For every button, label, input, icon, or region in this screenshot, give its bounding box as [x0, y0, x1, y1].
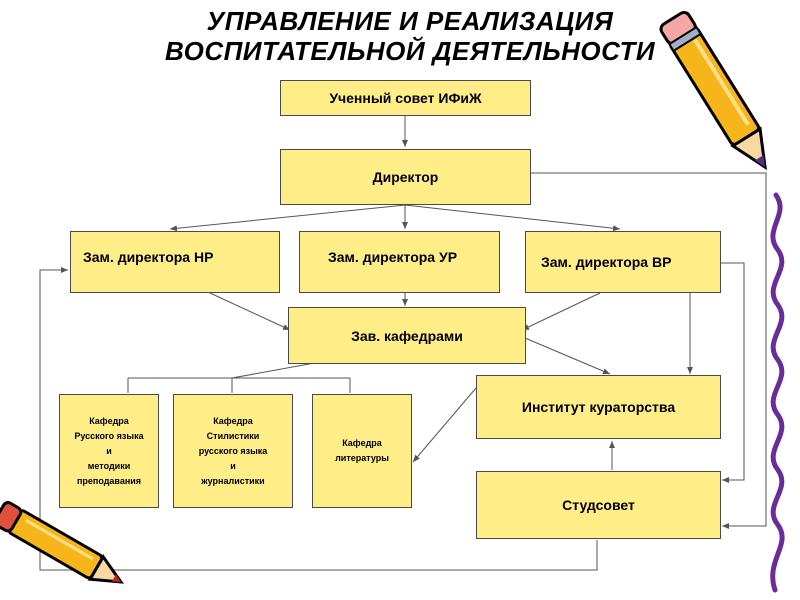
dept-literature-line: литературы [335, 451, 389, 466]
dept-russian-line: методики [88, 459, 131, 474]
dept-stylistics-line: русского языка [199, 444, 268, 459]
dept-stylistics-line: журналистики [201, 474, 264, 489]
node-student-council-label: Студсовет [562, 497, 635, 513]
node-deputy-ur: Зам. директора УР [299, 231, 500, 293]
node-heads-label: Зав. кафедрами [351, 328, 463, 344]
edge-director-nr [170, 205, 405, 229]
dept-stylistics-line: и [230, 459, 236, 474]
node-deputy-ur-label: Зам. директора УР [328, 249, 457, 265]
edge-vr-studsovet [722, 300, 744, 480]
node-dept-russian: Кафедра Русского языка и методики препод… [59, 394, 159, 508]
edge-nr-heads [210, 293, 290, 330]
dept-russian-line: и [106, 444, 112, 459]
node-deputy-nr-label: Зам. директора НР [83, 249, 213, 265]
node-council-label: Ученный совет ИФиЖ [329, 90, 481, 106]
dept-russian-line: Кафедра [89, 414, 129, 429]
dept-stylistics-line: Кафедра [213, 414, 253, 429]
edge-director-vr [405, 205, 620, 229]
node-dept-literature: Кафедра литературы [312, 394, 412, 508]
edge-heads-depts [232, 362, 320, 378]
node-curators-label: Институт кураторства [522, 399, 675, 415]
edge-heads-curators [525, 338, 610, 374]
node-deputy-vr-label: Зам. директора ВР [541, 254, 671, 270]
dept-stylistics-line: Стилистики [207, 429, 260, 444]
edge-vr-heads [522, 293, 600, 330]
edge-curators-literature [413, 388, 476, 462]
dept-russian-line: преподавания [77, 474, 141, 489]
node-heads: Зав. кафедрами [288, 307, 526, 364]
node-student-council: Студсовет [476, 471, 721, 539]
dept-literature-line: Кафедра [342, 436, 382, 451]
node-deputy-nr: Зам. директора НР [70, 231, 280, 293]
node-director: Директор [280, 149, 531, 205]
edge-vr-curators [720, 263, 744, 300]
node-deputy-vr: Зам. директора ВР [525, 231, 721, 293]
dept-russian-line: Русского языка [74, 429, 143, 444]
node-curators: Институт кураторства [476, 375, 721, 439]
node-dept-stylistics: Кафедра Стилистики русского языка и журн… [173, 394, 293, 508]
node-director-label: Директор [373, 169, 439, 185]
node-council: Ученный совет ИФиЖ [280, 80, 531, 116]
